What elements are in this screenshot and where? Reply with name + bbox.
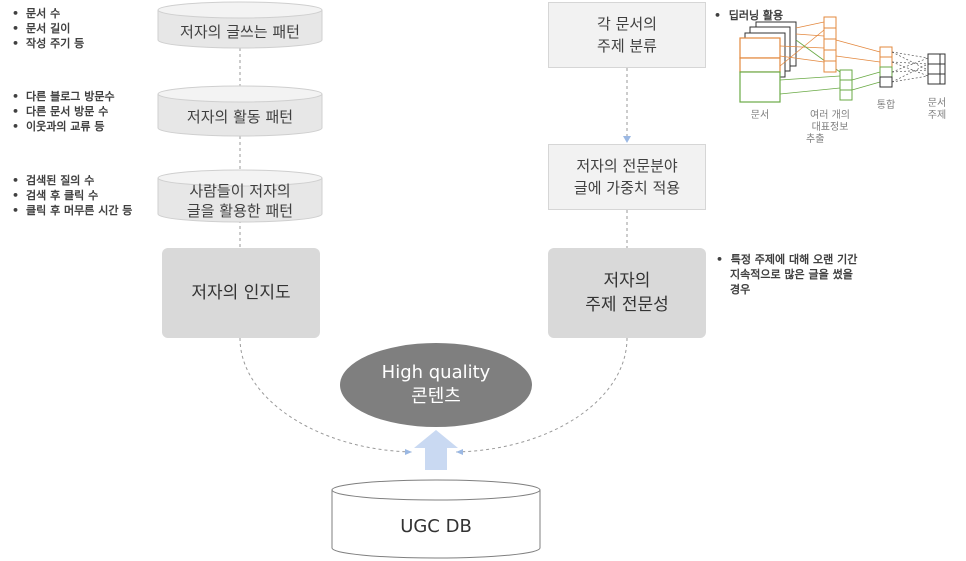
cylinder-usage-pattern	[157, 169, 323, 223]
up-arrow	[414, 430, 458, 470]
cylinder-usage-pattern-label: 사람들이 저자의 글을 활용한 패턴	[158, 180, 322, 222]
nn-label-extract-line1: 여러 개의	[810, 110, 850, 121]
nn-label-integrate: 통합	[876, 100, 896, 111]
note-line2: 지속적으로 많은 글을 썼을	[730, 268, 853, 281]
topic-expertise-note: • 특정 주제에 대해 오랜 기간 지속적으로 많은 글을 썼을 경우	[716, 252, 857, 297]
note-line1-text: 특정 주제에 대해 오랜 기간	[730, 253, 858, 266]
cylinder-writing-pattern-label: 저자의 글쓰는 패턴	[180, 23, 300, 41]
usage-pattern-bullets: 검색된 질의 수 검색 후 클릭 수 클릭 후 머무른 시간 등	[12, 173, 132, 218]
topic-expertise-line2: 주제 전문성	[585, 295, 669, 315]
curve-left-arrowhead	[405, 449, 412, 455]
nn-label-extract-line3: 추출	[806, 134, 825, 145]
cylinder-writing-pattern	[157, 1, 323, 49]
note-line3: 경우	[730, 283, 751, 296]
nn-label-extract: 여러 개의 대표정보 추출	[800, 110, 860, 146]
ugc-db-label: UGC DB	[400, 515, 472, 537]
high-quality-ellipse	[340, 343, 532, 427]
curve-right-arrowhead	[456, 449, 463, 455]
cylinder-usage-pattern-line2: 글을 활용한 패턴	[186, 202, 294, 220]
bullet-item: 다른 블로그 방문수	[12, 89, 115, 104]
connector-right-arrowhead	[623, 136, 631, 143]
bullet-item: 문서 길이	[12, 21, 84, 36]
bullet-item: 검색된 질의 수	[12, 173, 132, 188]
expertise-weight-line1: 저자의 전문분야	[576, 157, 678, 175]
nn-label-topic: 문서 주제	[922, 98, 952, 122]
bullet-item: 다른 문서 방문 수	[12, 104, 115, 119]
topic-classification-box: 각 문서의 주제 분류	[548, 2, 706, 68]
cylinder-activity-pattern	[157, 85, 323, 137]
high-quality-line1: High quality	[381, 362, 491, 383]
topic-classification-line2: 주제 분류	[597, 37, 657, 55]
expertise-weight-line2: 글에 가중치 적용	[573, 179, 681, 197]
curve-left-to-center	[239, 337, 413, 453]
bullet-item: 이웃과의 교류 등	[12, 119, 115, 134]
bullet-item: 작성 주기 등	[12, 36, 84, 51]
nn-label-extract-line2: 대표정보	[811, 122, 849, 133]
ugc-db-cylinder	[331, 479, 541, 559]
activity-pattern-bullets: 다른 블로그 방문수 다른 문서 방문 수 이웃과의 교류 등	[12, 89, 115, 134]
topic-classification-line1: 각 문서의	[597, 15, 657, 33]
high-quality-content-label: High quality 콘텐츠	[340, 358, 532, 412]
deep-learning-bullet: • 딥러닝 활용	[714, 7, 783, 23]
writing-pattern-bullets: 문서 수 문서 길이 작성 주기 등	[12, 6, 84, 51]
bullet-dot: •	[716, 253, 731, 266]
expertise-weight-box: 저자의 전문분야 글에 가중치 적용	[548, 144, 706, 210]
bullet-item: 클릭 후 머무른 시간 등	[12, 203, 132, 218]
nn-label-documents: 문서	[750, 110, 770, 121]
bullet-item: 문서 수	[12, 6, 84, 21]
deep-learning-label: 딥러닝 활용	[728, 9, 784, 22]
topic-expertise-box: 저자의 주제 전문성	[548, 248, 706, 338]
topic-expertise-line1: 저자의	[603, 271, 651, 291]
bullet-dot: •	[714, 9, 729, 22]
curve-right-to-center	[455, 337, 628, 453]
author-recognition-label: 저자의 인지도	[191, 283, 291, 303]
bullet-item: 검색 후 클릭 수	[12, 188, 132, 203]
cylinder-usage-pattern-line1: 사람들이 저자의	[189, 182, 291, 200]
nn-label-topic-line2: 주제	[927, 110, 947, 121]
cylinder-activity-pattern-label: 저자의 활동 패턴	[186, 108, 294, 126]
nn-label-topic-line1: 문서	[927, 98, 947, 109]
high-quality-line2: 콘텐츠	[411, 386, 461, 407]
neural-net-illustration	[739, 16, 946, 103]
note-line1: • 특정 주제에 대해 오랜 기간	[716, 252, 857, 267]
author-recognition-box: 저자의 인지도	[162, 248, 320, 338]
